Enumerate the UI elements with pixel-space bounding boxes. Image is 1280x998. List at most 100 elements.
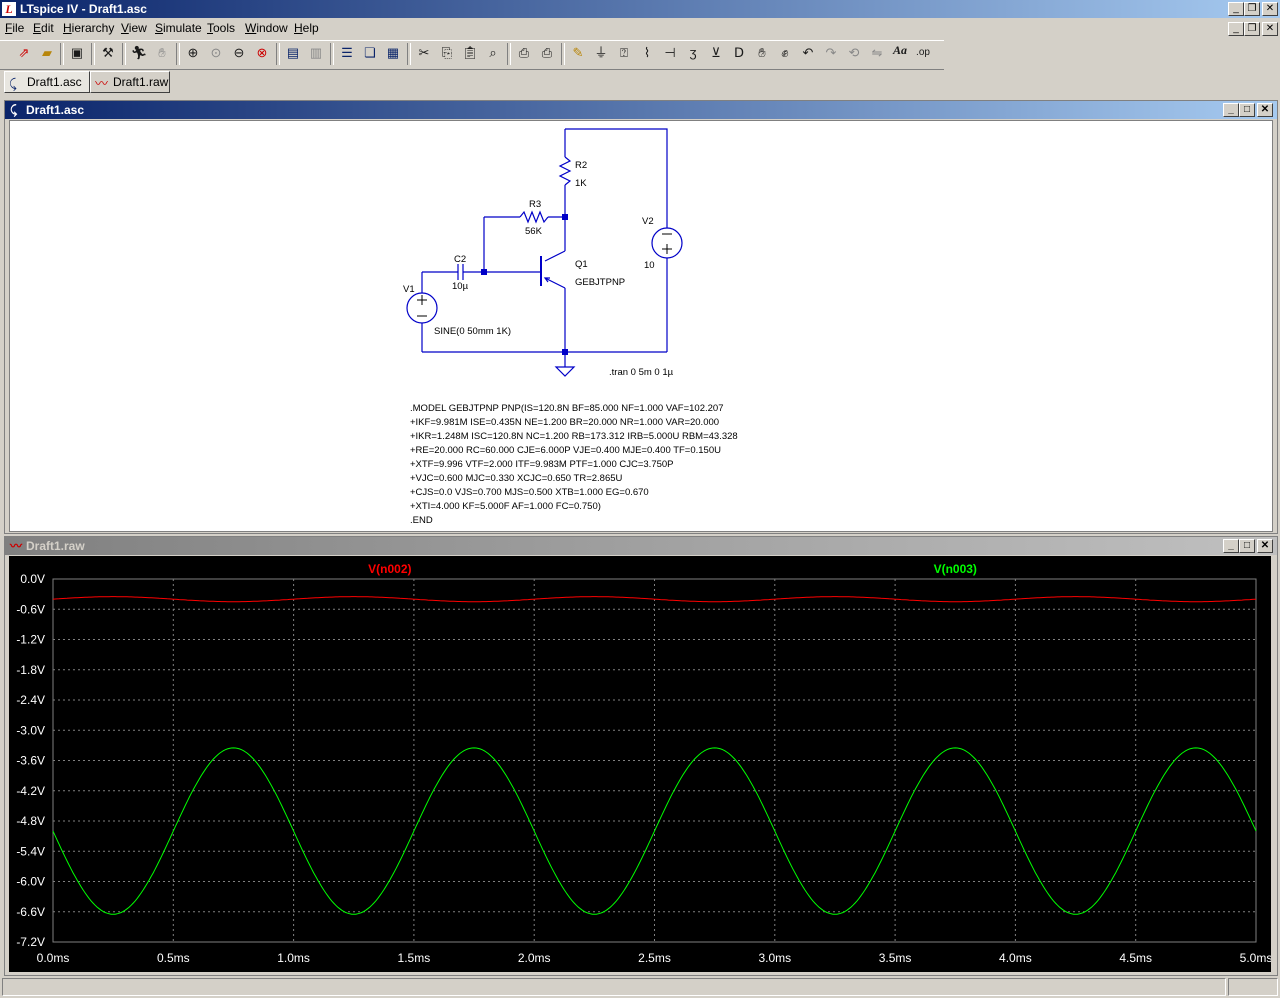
model-line: +VJC=0.600 MJC=0.330 XCJC=0.650 TR=2.865…: [410, 473, 623, 484]
tile-vertical-icon[interactable]: ▦: [386, 45, 400, 60]
zoom-in-icon[interactable]: ⊕: [187, 45, 199, 60]
c2-label: C2: [454, 254, 466, 265]
schematic-canvas[interactable]: R2 1K R3 56K C2 10µ V1 SINE(0 50mm 1K) V…: [9, 120, 1273, 532]
minimize-icon[interactable]: _: [1223, 539, 1239, 553]
tab-waveform[interactable]: 〰 Draft1.raw: [90, 71, 170, 93]
x-tick-label: 2.0ms: [518, 951, 551, 965]
menu-tools[interactable]: Tools: [207, 21, 236, 35]
inductor-icon[interactable]: ʒ: [689, 45, 697, 60]
v2-value: 10: [644, 260, 655, 271]
resistor-r2: [558, 156, 572, 186]
tile-horizontal-icon[interactable]: ☰: [341, 45, 353, 60]
zoom-out-icon[interactable]: ⊖: [233, 45, 245, 60]
paste-icon[interactable]: 📋︎: [461, 45, 479, 60]
maximize-icon[interactable]: □: [1239, 539, 1255, 553]
x-tick-label: 4.5ms: [1119, 951, 1152, 965]
ltspice-icon[interactable]: L: [2, 2, 16, 16]
status-panel-main: [2, 978, 1226, 996]
model-line: +XTF=9.996 VTF=2.000 ITF=9.983M PTF=1.00…: [410, 459, 674, 470]
legend-label: V(n002): [368, 562, 411, 576]
menu-hierarchy[interactable]: Hierarchy: [63, 21, 115, 35]
x-tick-label: 3.0ms: [758, 951, 791, 965]
resistor-icon[interactable]: ⌇: [643, 45, 651, 60]
menu-view[interactable]: View: [121, 21, 147, 35]
menu-file[interactable]: File: [5, 21, 25, 35]
model-line: .END: [410, 515, 433, 526]
tab-schematic[interactable]: ⤹ Draft1.asc: [4, 71, 90, 93]
menu-help[interactable]: Help: [294, 21, 319, 35]
model-line: +IKR=1.248M ISC=120.8N NC=1.200 RB=173.3…: [410, 431, 738, 442]
x-tick-label: 5.0ms: [1240, 951, 1271, 965]
close-icon[interactable]: ✕: [1257, 539, 1273, 553]
find-icon[interactable]: ⌕: [489, 45, 497, 60]
model-line: .MODEL GEBJTPNP PNP(IS=120.8N BF=85.000 …: [410, 403, 724, 414]
mirror-icon[interactable]: ⇋: [871, 45, 883, 60]
waveform-window: 〰 Draft1.raw _ □ ✕ 0.0V-0.6V-1.2V-1.8V-2…: [4, 536, 1278, 976]
q1-model: GEBJTPNP: [575, 277, 625, 288]
manual-limits-icon[interactable]: ▥: [309, 45, 323, 60]
menu-edit[interactable]: Edit: [33, 21, 54, 35]
r3-value: 56K: [525, 226, 543, 237]
y-tick-label: -1.8V: [16, 663, 45, 677]
mdi-close-icon[interactable]: ✕: [1262, 22, 1278, 36]
new-schematic-icon[interactable]: ⇗: [18, 45, 30, 60]
minimize-icon[interactable]: _: [1228, 2, 1244, 16]
menu-simulate[interactable]: Simulate: [155, 21, 202, 35]
minimize-icon[interactable]: _: [1223, 103, 1239, 117]
y-tick-label: -2.4V: [16, 693, 45, 707]
y-tick-label: -3.0V: [16, 723, 45, 737]
tran-directive[interactable]: .tran 0 5m 0 1µ: [609, 367, 674, 378]
redo-icon[interactable]: ↷: [825, 45, 837, 60]
move-icon[interactable]: ✋︎: [758, 45, 766, 60]
q1-emitter: [544, 277, 566, 289]
mdi-minimize-icon[interactable]: _: [1228, 22, 1244, 36]
ground-icon[interactable]: ⏚: [594, 45, 608, 60]
zoom-area-icon[interactable]: ⊙: [210, 45, 222, 60]
x-tick-label: 1.5ms: [398, 951, 431, 965]
x-tick-label: 0.5ms: [157, 951, 190, 965]
maximize-icon[interactable]: □: [1239, 103, 1255, 117]
cut-icon[interactable]: ✂: [418, 45, 430, 60]
model-directive[interactable]: .MODEL GEBJTPNP PNP(IS=120.8N BF=85.000 …: [410, 403, 738, 526]
close-icon[interactable]: ✕: [1262, 2, 1278, 16]
y-tick-label: -0.6V: [16, 602, 45, 616]
y-tick-label: -4.8V: [16, 814, 45, 828]
print-icon[interactable]: ⎙: [541, 45, 553, 60]
cascade-icon[interactable]: ❏: [364, 45, 376, 60]
halt-icon[interactable]: ✋︎: [158, 45, 166, 60]
y-tick-label: -5.4V: [16, 844, 45, 858]
save-icon[interactable]: ▣: [70, 45, 84, 60]
legend-label: V(n003): [934, 562, 977, 576]
close-icon[interactable]: ✕: [1257, 103, 1273, 117]
schematic-window-titlebar: ⤹ Draft1.asc _ □ ✕: [5, 101, 1277, 119]
open-icon[interactable]: ▰: [42, 45, 52, 60]
drag-icon[interactable]: ✊︎: [781, 45, 789, 60]
q1-label: Q1: [575, 259, 588, 270]
mdi-restore-icon[interactable]: ❐: [1244, 22, 1260, 36]
wire-icon[interactable]: ✎: [572, 45, 584, 60]
wire: [565, 128, 668, 223]
diode-icon[interactable]: ⊻: [711, 45, 721, 60]
copy-icon[interactable]: ⎘: [441, 45, 453, 60]
text-icon[interactable]: Aa: [892, 43, 907, 57]
x-tick-label: 2.5ms: [638, 951, 671, 965]
spice-directive-icon[interactable]: .op: [916, 47, 930, 58]
rotate-icon[interactable]: ⟲: [848, 45, 860, 60]
schematic-icon: ⤹: [10, 103, 18, 117]
waveform-plot-area[interactable]: 0.0V-0.6V-1.2V-1.8V-2.4V-3.0V-3.6V-4.2V-…: [9, 556, 1272, 972]
run-icon[interactable]: 🏃︎: [130, 45, 148, 60]
capacitor-icon[interactable]: ⊣: [664, 45, 676, 60]
component-icon[interactable]: ᗞ: [733, 45, 744, 60]
control-panel-icon[interactable]: ⚒: [102, 45, 114, 60]
zoom-cancel-icon[interactable]: ⊗: [256, 45, 268, 60]
undo-icon[interactable]: ↶: [802, 45, 814, 60]
print-setup-icon[interactable]: ⎙: [518, 45, 530, 60]
status-panel-secondary: [1228, 978, 1278, 996]
label-icon[interactable]: ⍰: [620, 45, 628, 60]
toolbar-separator: [176, 43, 180, 65]
menu-window[interactable]: Window: [245, 21, 288, 35]
model-line: +RE=20.000 RC=60.000 CJE=6.000P VJE=0.40…: [410, 445, 721, 456]
toolbar-separator: [561, 43, 565, 65]
restore-icon[interactable]: ❐: [1244, 2, 1260, 16]
autorange-icon[interactable]: ▤: [286, 45, 300, 60]
